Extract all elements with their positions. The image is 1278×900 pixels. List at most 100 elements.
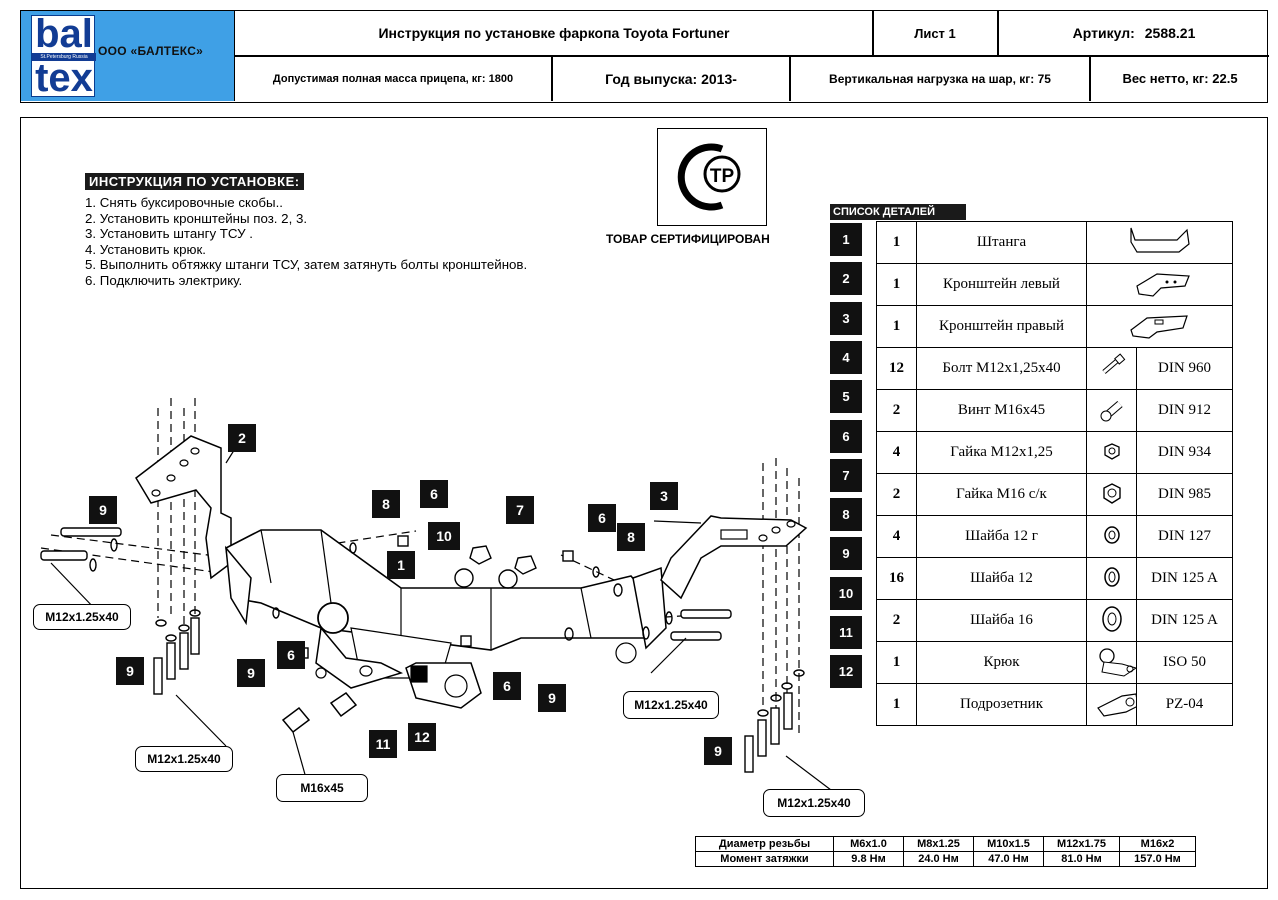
right-bracket-drawing xyxy=(660,515,808,600)
part-quantity: 1 xyxy=(876,221,917,264)
document-title: Инструкция по установке фаркопа Toyota F… xyxy=(378,25,730,41)
part-icon-cell xyxy=(1086,389,1137,432)
tow-ball-icon xyxy=(1098,648,1137,677)
callout-number: 6 xyxy=(588,504,616,532)
part-name: Шайба 12 г xyxy=(916,515,1087,558)
spring-washer-icon xyxy=(1103,526,1120,544)
callout-number: 9 xyxy=(89,496,117,524)
sheet-number: Лист 1 xyxy=(914,25,956,41)
part-number-badge: 1 xyxy=(830,223,862,256)
part-quantity: 12 xyxy=(876,347,917,390)
part-standard: DIN 125 A xyxy=(1136,599,1233,642)
bolt-icon xyxy=(1101,353,1125,374)
bolt-callout-label: M12x1.25x40 xyxy=(135,746,233,772)
torque-value: 24.0 Нм xyxy=(903,851,974,867)
drawing-sheet: ИНСТРУКЦИЯ ПО УСТАНОВКЕ: 1. Снять буксир… xyxy=(20,117,1268,889)
callout-number: 6 xyxy=(420,480,448,508)
tow-ball-drawing xyxy=(315,602,404,689)
header-divider xyxy=(789,55,791,101)
callout-number: 12 xyxy=(408,723,436,751)
max-trailer-mass: Допустимая полная масса прицепа, кг: 180… xyxy=(272,72,514,85)
article-number: Артикул: 2588.21 xyxy=(999,11,1269,55)
callout-number: 1 xyxy=(387,551,415,579)
part-number-badge: 12 xyxy=(830,655,862,689)
part-quantity: 4 xyxy=(876,431,917,474)
instruction-step: 1. Снять буксировочные скобы.. xyxy=(85,195,283,210)
part-name: Кронштейн левый xyxy=(916,263,1087,306)
thread-size: M8x1.25 xyxy=(903,836,974,852)
callout-number: 9 xyxy=(237,659,265,687)
part-icon-cell xyxy=(1086,557,1137,600)
part-standard: DIN 912 xyxy=(1136,389,1233,432)
left-bracket-drawing xyxy=(135,435,232,580)
part-name: Подрозетник xyxy=(916,683,1087,726)
part-number-badge: 5 xyxy=(830,380,862,414)
hitch-bar-icon xyxy=(1129,227,1190,253)
part-number-badge: 11 xyxy=(830,616,862,649)
part-standard: DIN 985 xyxy=(1136,473,1233,516)
part-name: Гайка М12х1,25 xyxy=(916,431,1087,474)
article-label: Артикул: xyxy=(1072,25,1135,41)
part-standard: DIN 934 xyxy=(1136,431,1233,474)
bolts-drawing xyxy=(40,527,793,773)
certified-product-label: ТОВАР СЕРТИФИЦИРОВАН xyxy=(606,232,770,246)
callout-number: 8 xyxy=(617,523,645,551)
part-standard: DIN 960 xyxy=(1136,347,1233,390)
part-quantity: 2 xyxy=(876,389,917,432)
bolt-callout-label: M12x1.25x40 xyxy=(623,691,719,719)
part-standard: PZ-04 xyxy=(1136,683,1233,726)
thread-size: M12x1.75 xyxy=(1043,836,1120,852)
part-name: Крюк xyxy=(916,641,1087,684)
baltex-logo-icon: bal St.Petersburg Russia tex xyxy=(31,12,96,98)
certification-mark: ТР xyxy=(657,128,767,226)
part-icon-cell xyxy=(1086,599,1137,642)
logo-bal: bal xyxy=(35,12,93,56)
part-icon-cell xyxy=(1086,347,1137,390)
part-name: Гайка М16 с/к xyxy=(916,473,1087,516)
instruction-step: 6. Подключить электрику. xyxy=(85,272,243,288)
part-name: Шайба 16 xyxy=(916,599,1087,642)
socket-plate-icon xyxy=(1096,693,1139,717)
part-icon-cell xyxy=(1086,683,1139,726)
torque-table: Диаметр резьбы M6x1.0 M8x1.25 M10x1.5 M1… xyxy=(695,836,1196,867)
instructions-list: 1. Снять буксировочные скобы.. 2. Устано… xyxy=(85,195,527,289)
parts-list-title: СПИСОК ДЕТАЛЕЙ xyxy=(830,204,966,220)
part-number-badge: 2 xyxy=(830,262,862,296)
instructions-title: ИНСТРУКЦИЯ ПО УСТАНОВКЕ: xyxy=(85,173,304,190)
certificate-icon: ТР xyxy=(677,143,741,211)
part-number-badge: 8 xyxy=(830,498,862,532)
instruction-step: 2. Установить кронштейны поз. 2, 3. xyxy=(85,210,308,226)
part-number-badge: 10 xyxy=(830,576,862,610)
part-name: Штанга xyxy=(916,221,1087,264)
instruction-step: 5. Выполнить обтяжку штанги ТСУ, затем з… xyxy=(85,257,528,273)
torque-row-label: Диаметр резьбы xyxy=(695,836,834,852)
header-divider xyxy=(872,11,874,55)
part-number-badge: 4 xyxy=(830,340,862,374)
left-bracket-icon xyxy=(1135,273,1190,297)
part-quantity: 1 xyxy=(876,263,917,306)
torque-value: 157.0 Нм xyxy=(1119,851,1196,867)
article-value: 2588.21 xyxy=(1144,25,1196,41)
bolt-callout-label: M12x1.25x40 xyxy=(763,789,865,817)
part-icon-cell xyxy=(1086,431,1137,474)
logo-strip: St.Petersburg Russia xyxy=(32,53,96,61)
screw-callout-label: M16x45 xyxy=(276,774,368,802)
callout-number: 6 xyxy=(493,672,521,700)
socket-plate-drawing xyxy=(405,662,482,709)
lock-nut-icon xyxy=(1102,483,1121,504)
torque-row-label: Момент затяжки xyxy=(695,851,834,867)
bolt-callout-label: M12x1.25x40 xyxy=(33,604,131,630)
part-name: Кронштейн правый xyxy=(916,305,1087,348)
torque-value: 9.8 Нм xyxy=(833,851,904,867)
callout-number: 9 xyxy=(704,737,732,765)
right-bracket-icon xyxy=(1129,315,1188,339)
